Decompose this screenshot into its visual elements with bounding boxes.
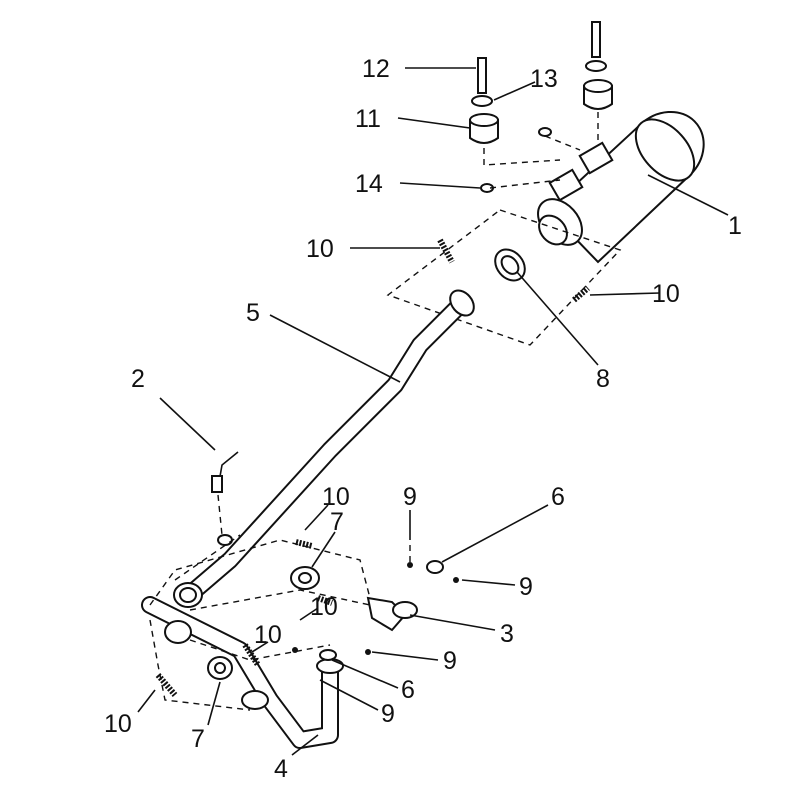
label-9: 9 — [381, 700, 395, 728]
gasket-part-7 — [207, 566, 320, 680]
label-12: 12 — [362, 55, 390, 83]
label-10: 10 — [322, 483, 350, 511]
mid-pipe-part-5 — [173, 289, 475, 608]
label-6: 6 — [551, 483, 565, 511]
label-13: 13 — [530, 65, 558, 93]
label-1: 1 — [728, 212, 742, 240]
label-5: 5 — [246, 299, 260, 327]
label-3: 3 — [500, 620, 514, 648]
label-10: 10 — [254, 621, 282, 649]
mount-bolt-part-12 — [477, 21, 601, 94]
label-6: 6 — [401, 676, 415, 704]
label-14: 14 — [355, 170, 383, 198]
label-4: 4 — [274, 755, 288, 783]
label-9: 9 — [519, 573, 533, 601]
label-8: 8 — [596, 365, 610, 393]
label-7: 7 — [330, 508, 344, 536]
muffler-part-1 — [537, 110, 705, 264]
label-10: 10 — [310, 593, 338, 621]
connector-part-3 — [366, 596, 418, 632]
label-10: 10 — [104, 710, 132, 738]
gasket-part-6 — [319, 560, 444, 661]
sensor-part-2 — [211, 451, 239, 493]
label-11: 11 — [355, 105, 381, 133]
leader-lines — [137, 67, 729, 756]
label-10: 10 — [652, 280, 680, 308]
label-10: 10 — [306, 235, 334, 263]
label-9: 9 — [443, 647, 457, 675]
label-2: 2 — [131, 365, 145, 393]
front-pipe-part-4 — [141, 596, 344, 749]
washer-part-13 — [471, 60, 607, 107]
label-7: 7 — [191, 725, 205, 753]
rubber-mount-part-11 — [469, 79, 613, 144]
label-9: 9 — [403, 483, 417, 511]
